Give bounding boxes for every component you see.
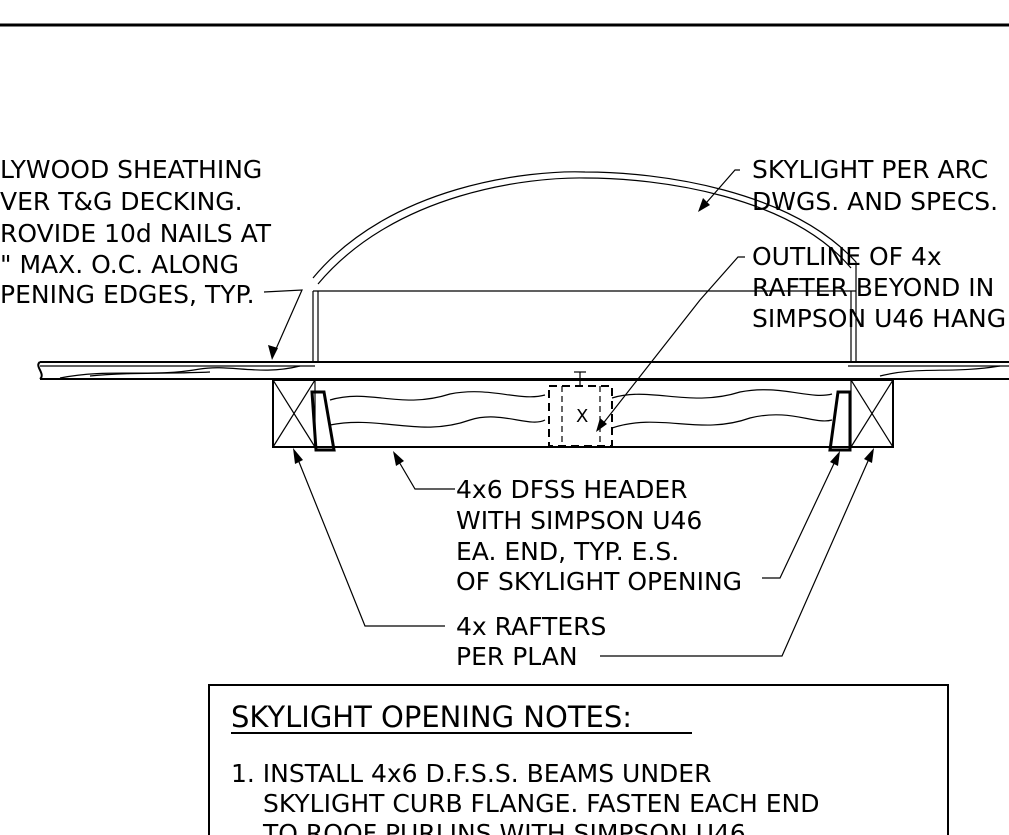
skylight-note-line: DWGS. AND SPECS.	[752, 187, 998, 216]
rafters-note-line: 4x RAFTERS	[456, 612, 606, 641]
note-item: SKYLIGHT CURB FLANGE. FASTEN EACH END	[263, 789, 819, 818]
note-item: TO ROOF PURLINS WITH SIMPSON U46	[262, 819, 746, 835]
roof-deck-right	[848, 361, 1009, 380]
leaders	[263, 169, 874, 657]
note-item: 1. INSTALL 4x6 D.F.S.S. BEAMS UNDER	[231, 759, 711, 788]
plywood-note-line: PENING EDGES, TYP.	[0, 280, 255, 309]
header-note-line: OF SKYLIGHT OPENING	[456, 567, 742, 596]
skylight-dome-inner	[317, 177, 852, 285]
header-note-line: EA. END, TYP. E.S.	[456, 537, 679, 566]
hidden-rafter-outline	[548, 371, 613, 447]
plywood-note-line: ROVIDE 10d NAILS AT	[0, 219, 272, 248]
rafter-outline-note-line: SIMPSON U46 HANG	[752, 304, 1006, 333]
skylight-note-line: SKYLIGHT PER ARC	[752, 155, 988, 184]
skylight-dome	[312, 171, 857, 291]
notes-title: SKYLIGHT OPENING NOTES:	[231, 700, 632, 734]
header-note: 4x6 DFSS HEADER WITH SIMPSON U46 EA. END…	[456, 475, 742, 596]
rafter-outline-note-line: RAFTER BEYOND IN	[752, 273, 994, 302]
simpson-u46-hanger-right	[828, 390, 852, 452]
skylight-note: SKYLIGHT PER ARC DWGS. AND SPECS.	[752, 155, 998, 216]
plywood-note-line: " MAX. O.C. ALONG	[0, 250, 239, 279]
rafter-outline-note: OUTLINE OF 4x RAFTER BEYOND IN SIMPSON U…	[752, 242, 1006, 333]
header-note-line: WITH SIMPSON U46	[456, 506, 702, 535]
roof-deck-left	[37, 361, 315, 380]
plywood-note: LYWOOD SHEATHING VER T&G DECKING. ROVIDE…	[0, 155, 272, 309]
plywood-note-line: LYWOOD SHEATHING	[0, 155, 262, 184]
rafter-outline-note-line: OUTLINE OF 4x	[752, 242, 942, 271]
notes-box: SKYLIGHT OPENING NOTES: 1. INSTALL 4x6 D…	[208, 684, 949, 835]
simpson-u46-hanger-left	[310, 390, 336, 452]
rafters-note: 4x RAFTERS PER PLAN	[456, 612, 606, 671]
plywood-note-line: VER T&G DECKING.	[0, 187, 243, 216]
header-note-line: 4x6 DFSS HEADER	[456, 475, 688, 504]
hidden-rafter-mark: X	[576, 406, 588, 427]
rafters-note-line: PER PLAN	[456, 642, 578, 671]
